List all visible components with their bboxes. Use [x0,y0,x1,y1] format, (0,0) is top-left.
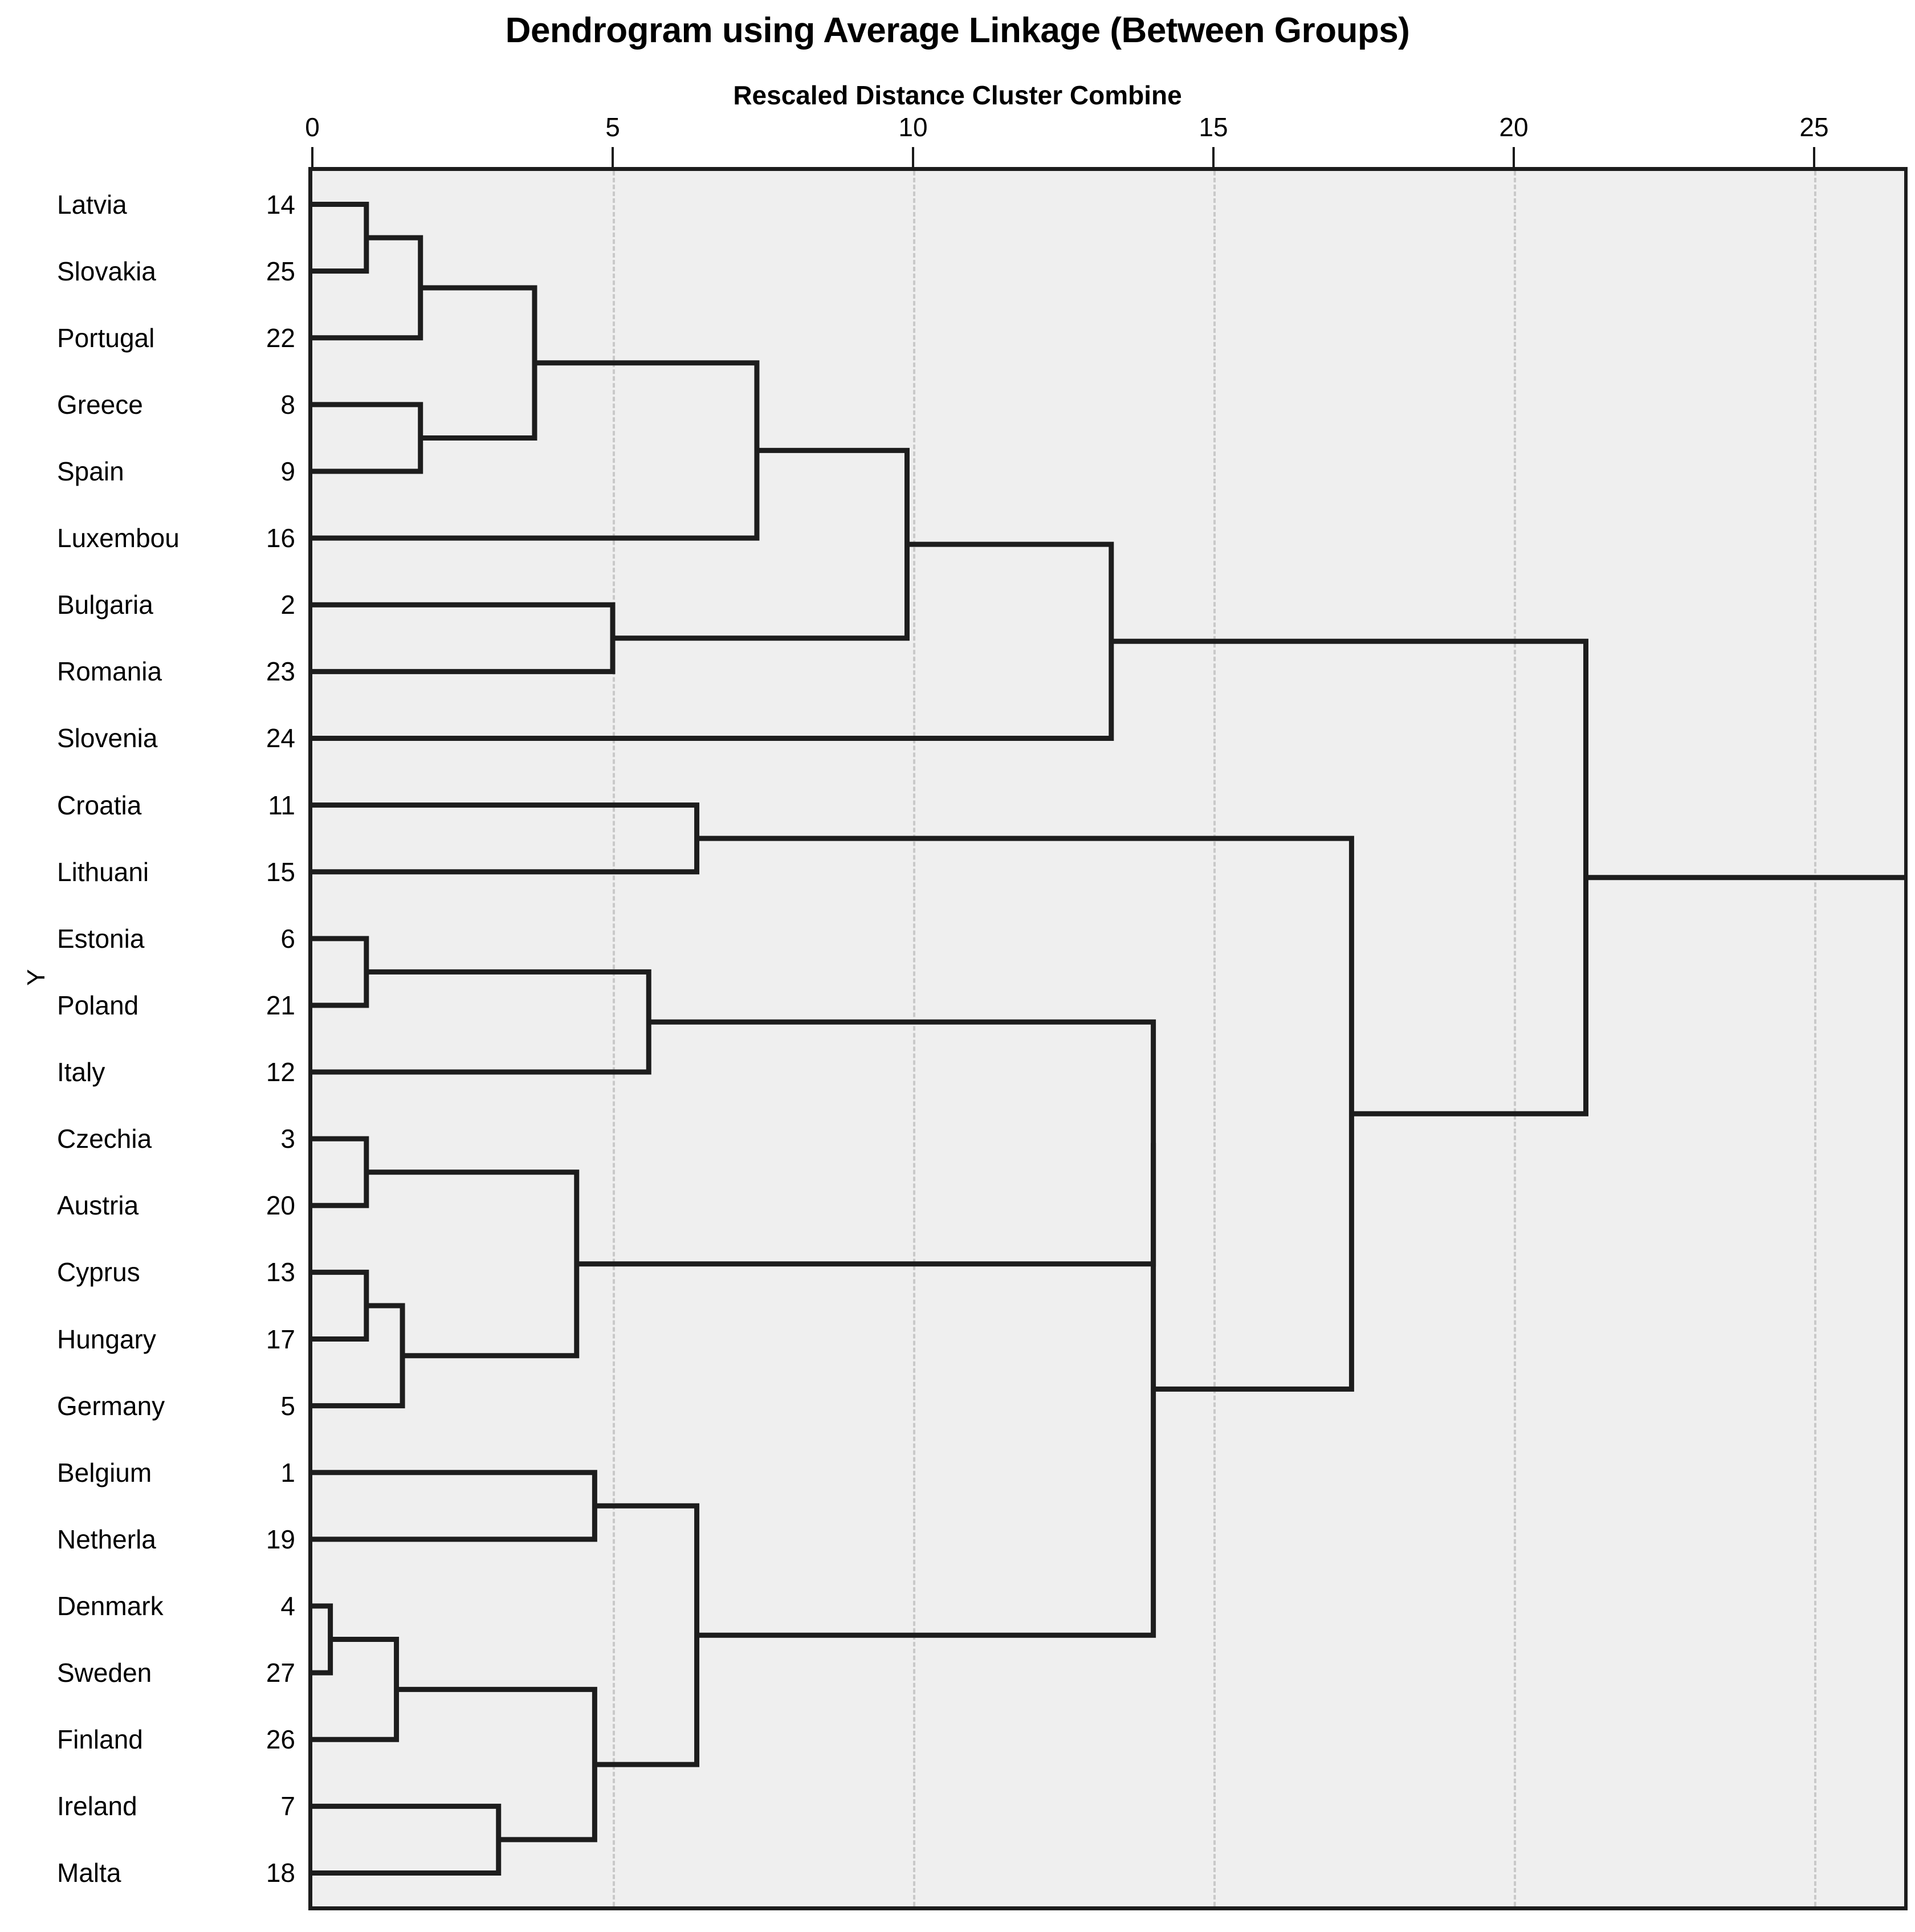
dendrogram-link [312,602,616,674]
leaf-label: Austria [57,1191,139,1221]
leaf-label: Cyprus [57,1257,140,1287]
leaf-case-number: 22 [266,323,295,353]
dendrogram-link [312,936,369,1008]
plot-top-border [308,167,1908,171]
x-tick-label: 15 [1199,112,1228,142]
leaf-case-number: 8 [280,389,295,419]
leaf-case-number: 15 [266,857,295,887]
x-tick-mark [311,147,313,168]
grid-line [913,171,915,1906]
dendrogram-link [312,1470,597,1542]
grid-line [1814,171,1816,1906]
leaf-case-number: 14 [266,189,295,219]
leaf-case-number: 6 [280,923,295,953]
plot-panel [308,171,1905,1906]
dendrogram-link [594,1503,700,1767]
leaf-case-number: 20 [266,1191,295,1221]
page-title: Dendrogram using Average Linkage (Betwee… [505,11,1410,50]
dendrogram-link [696,835,1354,1392]
leaf-case-number: 17 [266,1324,295,1354]
x-tick-label: 5 [605,112,620,142]
x-tick-mark [1813,147,1815,168]
leaf-case-number: 23 [266,657,295,687]
leaf-case-number: 4 [280,1591,295,1621]
x-tick-mark [1212,147,1215,168]
grid-line [1514,171,1516,1906]
leaf-label: Spain [57,456,124,487]
leaf-case-number: 16 [266,523,295,553]
leaf-case-number: 26 [266,1725,295,1755]
leaf-label: Slovenia [57,723,158,753]
leaf-label: Belgium [57,1457,152,1487]
x-tick-mark [912,147,914,168]
chart-subtitle: Rescaled Distance Cluster Combine [733,80,1182,110]
grid-line [1213,171,1216,1906]
dendrogram-link [366,1169,580,1359]
leaf-label: Slovakia [57,256,156,286]
leaf-case-number: 5 [280,1391,295,1421]
leaf-label: Poland [57,990,139,1020]
dendrogram-link [312,1303,405,1409]
leaf-case-number: 3 [280,1124,295,1154]
dendrogram-link [312,1136,369,1208]
leaf-label: Greece [57,389,143,419]
x-tick-label: 10 [898,112,928,142]
dendrogram-link [696,1143,1156,1638]
dendrogram-link [613,447,910,641]
dendrogram-link [312,202,369,274]
leaf-case-number: 13 [266,1257,295,1287]
leaf-label: Sweden [57,1658,152,1688]
leaf-case-number: 12 [266,1057,295,1087]
leaf-label: Latvia [57,189,127,219]
x-tick-mark [612,147,614,168]
leaf-case-number: 1 [280,1457,295,1487]
leaf-label: Estonia [57,923,145,953]
dendrogram-link [312,541,1114,741]
x-tick-label: 25 [1799,112,1829,142]
leaf-label: Czechia [57,1124,152,1154]
leaf-label: Bulgaria [57,590,153,620]
leaf-case-number: 25 [266,256,295,286]
dendrogram-link [312,1637,400,1742]
leaf-label: Malta [57,1858,121,1888]
leaf-label: Lithuani [57,857,149,887]
dendrogram-link [576,1019,1156,1267]
dendrogram-link [312,1603,333,1676]
dendrogram-link [312,402,423,474]
x-tick-label: 0 [305,112,320,142]
plot-bottom-border [308,1906,1908,1910]
leaf-case-number: 7 [280,1791,295,1821]
dendrogram-link [312,969,651,1075]
dendrogram-link [1111,638,1588,1116]
dendrogram-link [312,802,700,875]
leaf-label: Germany [57,1391,165,1421]
leaf-label: Luxembou [57,523,180,553]
grid-line [613,171,615,1906]
x-tick-mark [1513,147,1515,168]
leaf-label: Finland [57,1725,143,1755]
leaf-label: Denmark [57,1591,164,1621]
leaf-label: Croatia [57,790,142,820]
leaf-case-number: 11 [268,790,295,820]
dendrogram-link [420,285,537,441]
leaf-label: Hungary [57,1324,156,1354]
dendrogram-link [312,1803,502,1876]
leaf-case-number: 18 [266,1858,295,1888]
leaf-case-number: 2 [280,590,295,620]
leaf-case-number: 9 [280,456,295,487]
leaf-case-number: 21 [266,990,295,1020]
x-tick-label: 20 [1499,112,1529,142]
leaf-case-number: 19 [266,1524,295,1554]
leaf-label: Romania [57,657,162,687]
leaf-label: Ireland [57,1791,137,1821]
dendrogram-link [396,1686,597,1843]
leaf-label: Portugal [57,323,155,353]
leaf-case-number: 24 [266,723,295,753]
plot-right-border [1904,167,1908,1910]
dendrogram-link [312,1269,369,1342]
leaf-label: Netherla [57,1524,156,1554]
leaf-label: Italy [57,1057,105,1087]
leaf-case-number: 27 [266,1658,295,1688]
